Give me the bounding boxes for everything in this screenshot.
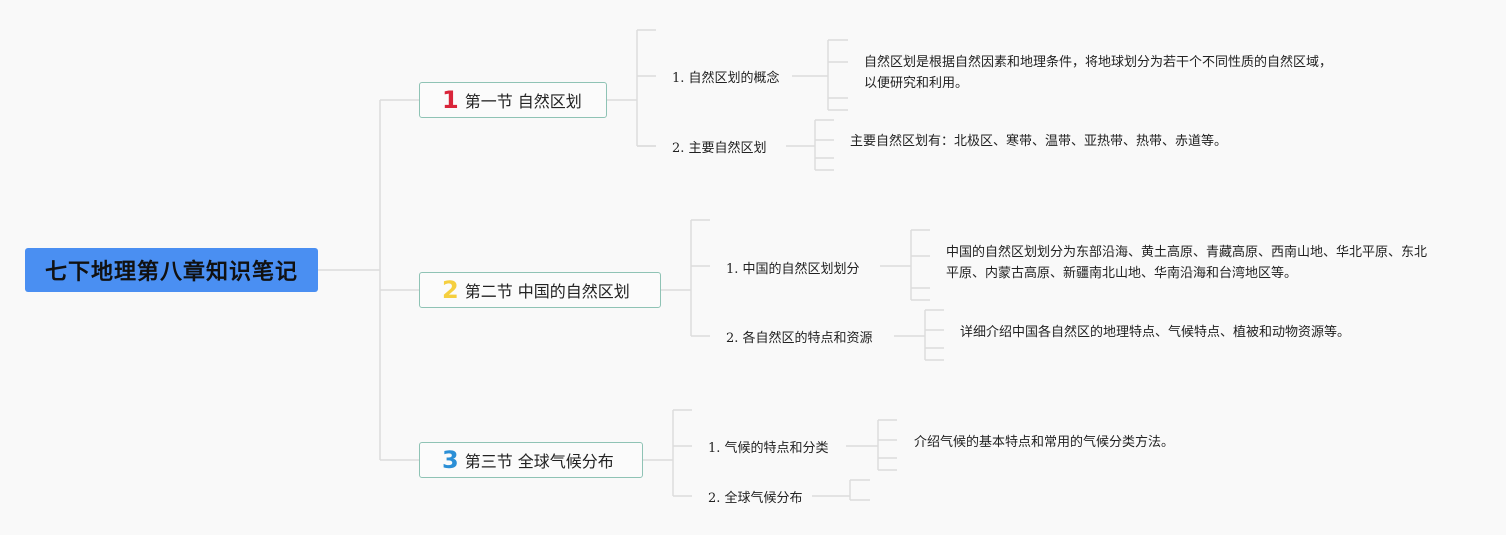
section-number-3: 3 — [442, 446, 459, 474]
note-2-2[interactable]: 详细介绍中国各自然区的地理特点、气候特点、植被和动物资源等。 — [960, 325, 1351, 340]
root-topic[interactable]: 七下地理第八章知识笔记 — [25, 248, 318, 292]
section-1-topic[interactable]: 1 第一节 自然区划 — [419, 82, 607, 118]
section-title: 第三节 全球气候分布 — [464, 452, 614, 471]
note-3-1[interactable]: 介绍气候的基本特点和常用的气候分类方法。 — [914, 435, 1175, 450]
subtopic-1-1[interactable]: 1. 自然区划的概念 — [672, 71, 780, 86]
section-3-topic[interactable]: 3 第三节 全球气候分布 — [419, 442, 643, 478]
note-1-2[interactable]: 主要自然区划有：北极区、寒带、温带、亚热带、热带、赤道等。 — [850, 134, 1228, 149]
note-2-1[interactable]: 中国的自然区划划分为东部沿海、黄土高原、青藏高原、西南山地、华北平原、东北平原、… — [946, 245, 1428, 281]
root-title: 七下地理第八章知识笔记 — [44, 260, 298, 285]
section-title: 第一节 自然区划 — [464, 92, 582, 111]
subtopic-1-2[interactable]: 2. 主要自然区划 — [672, 141, 767, 156]
note-1-1[interactable]: 自然区划是根据自然因素和地理条件，将地球划分为若干个不同性质的自然区域，以便研究… — [864, 55, 1333, 91]
section-number-2: 2 — [442, 276, 459, 304]
section-2-topic[interactable]: 2 第二节 中国的自然区划 — [419, 272, 661, 308]
section-title: 第二节 中国的自然区划 — [464, 282, 630, 301]
subtopic-2-2[interactable]: 2. 各自然区的特点和资源 — [726, 331, 873, 346]
subtopic-3-2[interactable]: 2. 全球气候分布 — [708, 491, 803, 506]
subtopic-2-1[interactable]: 1. 中国的自然区划划分 — [726, 262, 860, 277]
section-number-1: 1 — [442, 86, 459, 114]
subtopic-3-1[interactable]: 1. 气候的特点和分类 — [708, 441, 829, 456]
